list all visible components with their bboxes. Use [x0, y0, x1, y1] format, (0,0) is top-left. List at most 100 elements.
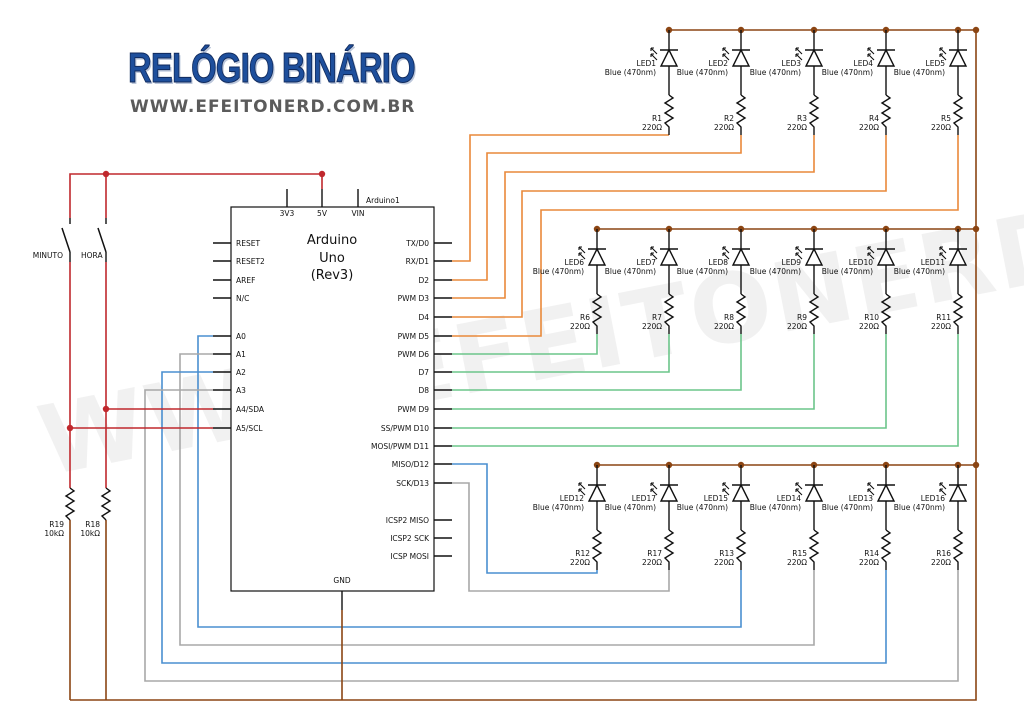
led-spec: Blue (470nm) [894, 503, 945, 512]
led-symbol [876, 48, 896, 67]
led-emission-arrows [722, 246, 730, 260]
resistor-name: R6 [580, 313, 590, 322]
led-spec: Blue (470nm) [894, 68, 945, 77]
resistor-name: R10 [864, 313, 879, 322]
led-spec: Blue (470nm) [605, 267, 656, 276]
led-emission-arrows [939, 246, 947, 260]
led-signal-wire [452, 334, 742, 391]
led-spec: Blue (470nm) [822, 267, 873, 276]
pin-label-right: PWM D3 [398, 294, 430, 303]
resistor-name: R11 [936, 313, 951, 322]
led-signal-wire [452, 334, 598, 355]
led-signal-wire [197, 335, 742, 628]
resistor-value: 220Ω [859, 322, 879, 331]
led-symbol [659, 247, 679, 266]
junction-dot [102, 405, 110, 413]
wires-layer [66, 26, 980, 701]
resistor-value: 220Ω [787, 558, 807, 567]
led-symbol [804, 247, 824, 266]
resistor-name: R3 [797, 114, 807, 123]
pin-label-left: RESET2 [236, 257, 265, 266]
pin-label-left: N/C [236, 294, 249, 303]
led-spec: Blue (470nm) [677, 503, 728, 512]
led-signal-wire [452, 135, 959, 337]
led-name: LED12 [560, 494, 584, 503]
pin-label-left: A4/SDA [236, 405, 265, 414]
resistor-symbol [663, 94, 675, 135]
led-symbol [731, 48, 751, 67]
pin-label-gnd: GND [333, 576, 350, 585]
led-name: LED7 [637, 258, 657, 267]
led-signal-wire [161, 371, 887, 664]
led-name: LED4 [854, 59, 874, 68]
page-title: RELÓGIO BINÁRIO [128, 44, 416, 92]
pin-label-right: D2 [418, 276, 429, 285]
pin-label-right: PWM D6 [398, 350, 430, 359]
resistor-name: R12 [575, 549, 590, 558]
resistor-name: R8 [724, 313, 734, 322]
led-symbol [804, 483, 824, 502]
resistor-symbol [735, 293, 747, 334]
led-name: LED8 [709, 258, 729, 267]
led-signal-wire [452, 135, 887, 318]
led-emission-arrows [939, 482, 947, 496]
arduino-name-line2: Uno [319, 251, 345, 266]
resistor-value: 220Ω [714, 322, 734, 331]
junction-dot [66, 424, 74, 432]
led-emission-arrows [795, 482, 803, 496]
pin-label-top: 5V [317, 209, 328, 218]
pulldown-name: R19 [49, 520, 64, 529]
led-signal-wire [179, 353, 815, 646]
resistor-symbol [100, 487, 112, 521]
resistor-symbol [663, 293, 675, 334]
led-name: LED1 [637, 59, 657, 68]
pin-label-right: ICSP MOSI [391, 552, 429, 561]
led-spec: Blue (470nm) [605, 503, 656, 512]
pin-label-left: RESET [236, 239, 260, 248]
switch-label-hora: HORA [81, 251, 103, 260]
resistor-value: 220Ω [642, 558, 662, 567]
led-emission-arrows [867, 47, 875, 61]
led-emission-arrows [650, 246, 658, 260]
led-emission-arrows [867, 246, 875, 260]
led-name: LED11 [921, 258, 945, 267]
led-emission-arrows [867, 482, 875, 496]
pulldown-name: R18 [85, 520, 100, 529]
pin-label-right: PWM D9 [398, 405, 430, 414]
led-emission-arrows [722, 47, 730, 61]
resistor-name: R13 [719, 549, 734, 558]
pin-label-top: VIN [352, 209, 365, 218]
led-spec: Blue (470nm) [677, 267, 728, 276]
resistor-symbol [663, 529, 675, 570]
led-symbol [587, 483, 607, 502]
resistor-symbol [735, 529, 747, 570]
led-emission-arrows [939, 47, 947, 61]
led-symbol [659, 48, 679, 67]
pulldown-value: 10kΩ [80, 529, 100, 538]
arduino-name-line3: (Rev3) [311, 268, 354, 283]
led-name: LED16 [921, 494, 945, 503]
led-signal-wire [452, 134, 669, 262]
resistor-value: 220Ω [570, 322, 590, 331]
led-symbol [731, 483, 751, 502]
pin-label-right: D4 [418, 313, 429, 322]
pin-label-left: AREF [236, 276, 255, 285]
led-symbol [587, 247, 607, 266]
led-name: LED17 [632, 494, 656, 503]
resistor-name: R17 [647, 549, 662, 558]
pin-label-right: D7 [418, 368, 429, 377]
resistor-symbol [808, 293, 820, 334]
resistor-symbol [880, 94, 892, 135]
pin-label-left: A3 [236, 386, 246, 395]
led-spec: Blue (470nm) [894, 267, 945, 276]
led-signal-wire [452, 334, 887, 429]
resistor-name: R16 [936, 549, 951, 558]
arduino-ref: Arduino1 [366, 196, 400, 205]
led-emission-arrows [578, 482, 586, 496]
resistor-name: R2 [724, 114, 734, 123]
site-url: WWW.EFEITONERD.COM.BR [130, 97, 416, 117]
resistor-value: 220Ω [931, 123, 951, 132]
resistor-name: R15 [792, 549, 807, 558]
led-spec: Blue (470nm) [533, 503, 584, 512]
